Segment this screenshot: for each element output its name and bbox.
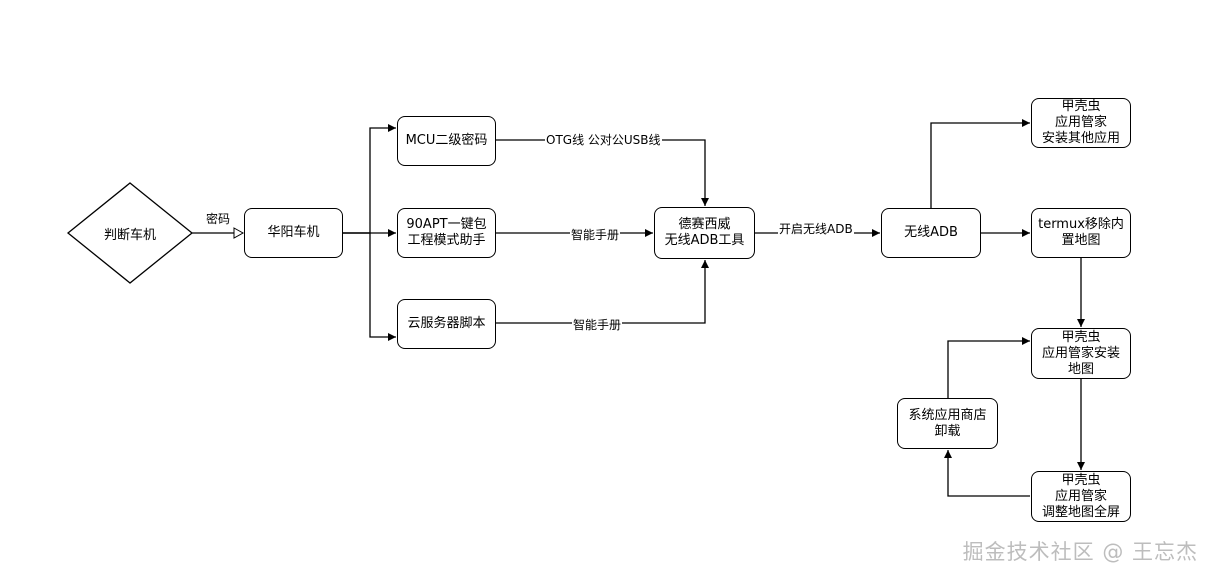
- edge-label-manual1: 智能手册: [570, 228, 621, 242]
- edge-label-otg: OTG线 公对公USB线: [545, 133, 662, 147]
- node-huayang-text: 华阳车机: [267, 225, 320, 240]
- node-shell-other[interactable]: 甲壳虫 应用管家 安装其他应用: [1031, 98, 1131, 148]
- node-store[interactable]: 系统应用商店 卸载: [897, 398, 998, 449]
- node-mcu-text: MCU二级密码: [405, 133, 488, 148]
- node-apt-text: 90APT一键包 工程模式助手: [406, 217, 487, 248]
- edge-huayang-mcu: [343, 124, 396, 234]
- node-cloud[interactable]: 云服务器脚本: [397, 299, 496, 349]
- edge-otg: [496, 139, 709, 206]
- node-desai-text: 德赛西威 无线ADB工具: [664, 217, 745, 248]
- node-judge-label: 判断车机: [84, 218, 176, 248]
- node-shell-map[interactable]: 甲壳虫 应用管家安装 地图: [1031, 328, 1131, 379]
- node-desai[interactable]: 德赛西威 无线ADB工具: [654, 207, 755, 259]
- node-apt[interactable]: 90APT一键包 工程模式助手: [397, 208, 496, 258]
- node-mcu[interactable]: MCU二级密码: [397, 116, 496, 166]
- node-wadb-text: 无线ADB: [904, 225, 958, 240]
- node-cloud-text: 云服务器脚本: [407, 316, 486, 331]
- node-shell-other-text: 甲壳虫 应用管家 安装其他应用: [1041, 99, 1120, 146]
- node-termux[interactable]: termux移除内 置地图: [1031, 208, 1131, 258]
- edge-label-open-adb: 开启无线ADB: [778, 222, 854, 236]
- edge-label-manual2: 智能手册: [572, 318, 623, 332]
- edge-label-password: 密码: [205, 212, 232, 226]
- edge-full-store: [944, 450, 1030, 497]
- edge-manual2: [496, 260, 709, 324]
- node-judge-text: 判断车机: [103, 227, 156, 243]
- node-huayang[interactable]: 华阳车机: [244, 208, 343, 258]
- node-shell-full-text: 甲壳虫 应用管家 调整地图全屏: [1041, 472, 1120, 520]
- node-store-text: 系统应用商店 卸载: [908, 407, 987, 439]
- node-termux-text: termux移除内 置地图: [1038, 217, 1124, 248]
- node-shell-map-text: 甲壳虫 应用管家安装 地图: [1041, 329, 1120, 377]
- decision-diamond[interactable]: [66, 182, 194, 284]
- watermark: 掘金技术社区 @ 王忘杰: [962, 540, 1198, 564]
- node-wadb[interactable]: 无线ADB: [881, 208, 981, 258]
- edge-wadb-shell-other: [930, 119, 1030, 208]
- edge-huayang-cloud: [343, 232, 396, 341]
- edge-store-shell-map: [947, 337, 1030, 398]
- node-shell-full[interactable]: 甲壳虫 应用管家 调整地图全屏: [1031, 471, 1131, 522]
